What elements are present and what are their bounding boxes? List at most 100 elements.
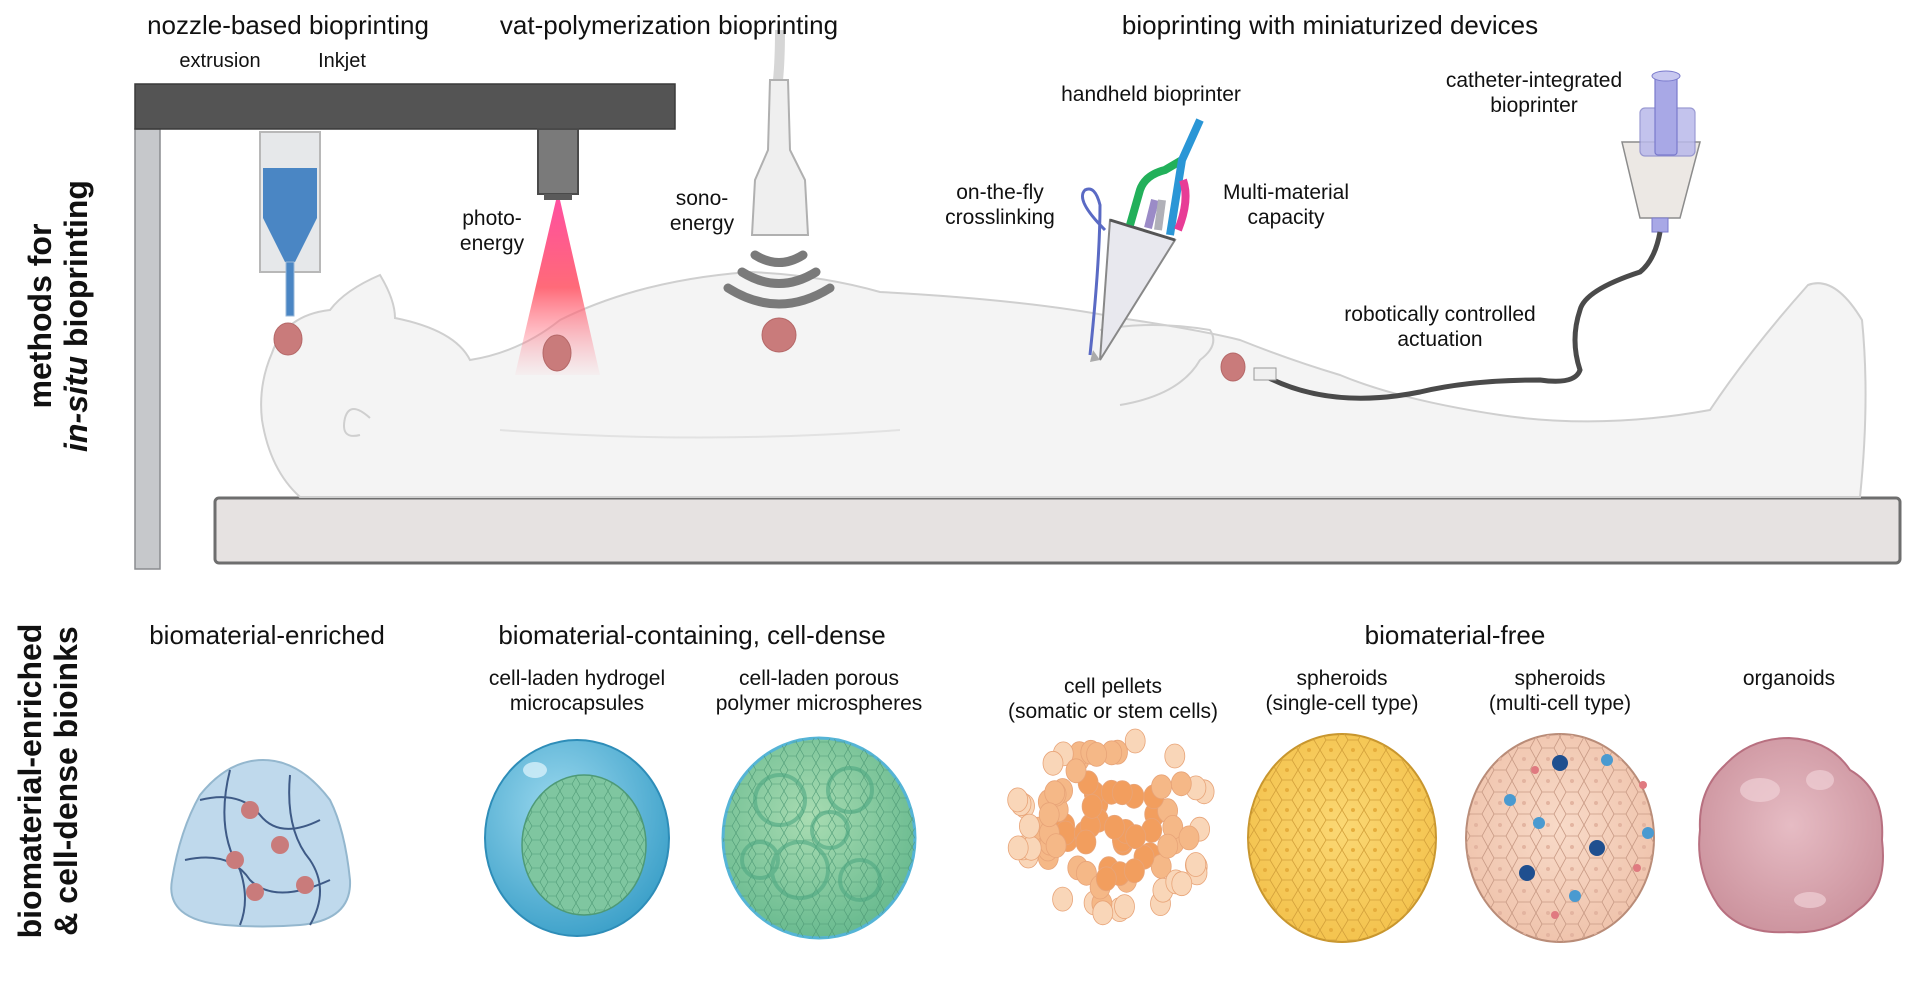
group-heading-free: biomaterial-free bbox=[1364, 620, 1546, 650]
gantry-post bbox=[134, 128, 161, 570]
label-photo-energy: photo- energy bbox=[460, 206, 524, 256]
item-label-microspheres: cell-laden porous polymer microspheres bbox=[716, 666, 923, 716]
label-line: Multi-material bbox=[1222, 181, 1350, 204]
label-catheter-bioprinter: catheter-integrated bioprinter bbox=[1446, 68, 1622, 118]
label-line: microcapsules bbox=[509, 692, 645, 716]
label-line: energy bbox=[459, 232, 525, 256]
side-label-line1: methods for bbox=[22, 223, 59, 409]
side-label-line2: bioprinting bbox=[58, 180, 94, 356]
cell-pellet bbox=[1111, 780, 1133, 806]
label-line: bioprinter bbox=[1490, 94, 1578, 118]
microcapsule-illustration bbox=[484, 739, 670, 937]
label-extrusion: extrusion bbox=[179, 50, 261, 72]
bottom-panel-side-label: biomaterial-enriched & cell-dense bioink… bbox=[12, 623, 85, 939]
cell-pellet bbox=[1086, 742, 1107, 767]
spheroid-single-illustration bbox=[1247, 733, 1437, 943]
label-line: on-the-fly bbox=[956, 181, 1044, 204]
cell-pellet bbox=[1007, 787, 1029, 813]
group-heading-containing: biomaterial-containing, cell-dense bbox=[498, 620, 886, 650]
cell-pellet bbox=[1019, 813, 1040, 839]
cell-pellet bbox=[1042, 750, 1064, 776]
label-sono-energy: sono- energy bbox=[670, 186, 734, 236]
gantry-bar bbox=[134, 83, 676, 130]
label-handheld-bioprinter: handheld bioprinter bbox=[1061, 83, 1241, 106]
sound-waves-icon bbox=[723, 250, 835, 309]
label-line: (single-cell type) bbox=[1265, 692, 1419, 716]
label-line: spheroids bbox=[1296, 667, 1388, 690]
label-robotic-actuation: robotically controlled actuation bbox=[1344, 302, 1535, 352]
label-inkjet: Inkjet bbox=[318, 50, 366, 72]
cell-pellet bbox=[1114, 894, 1135, 919]
cell-pellet bbox=[1092, 900, 1114, 926]
label-line: organoids bbox=[1742, 667, 1836, 690]
cell-pellets-illustration bbox=[1007, 728, 1215, 926]
extrusion-syringe-icon bbox=[259, 131, 321, 317]
cell-pellet bbox=[1081, 794, 1103, 819]
label-line: cell-laden porous bbox=[739, 667, 899, 690]
label-line: cell pellets bbox=[1063, 675, 1163, 698]
cell-pellet bbox=[1157, 833, 1179, 859]
patient-body bbox=[260, 270, 1867, 498]
cell-pellet bbox=[1052, 886, 1073, 912]
cell-pellet bbox=[1171, 871, 1193, 897]
label-line: cell-laden hydrogel bbox=[488, 667, 666, 690]
cell-pellet bbox=[1095, 866, 1117, 892]
side-label-italic: in-situ bbox=[58, 355, 94, 452]
label-crosslinking: on-the-fly crosslinking bbox=[945, 180, 1055, 230]
side-label-line1: biomaterial-enriched bbox=[12, 623, 49, 939]
cell-pellet bbox=[1185, 852, 1207, 877]
cell-pellet bbox=[1170, 771, 1192, 797]
label-line: (multi-cell type) bbox=[1488, 692, 1632, 716]
cell-pellet bbox=[1045, 833, 1067, 858]
cell-pellet bbox=[1125, 824, 1146, 850]
top-panel-side-label: methods for in-situ bioprinting bbox=[22, 180, 95, 452]
label-line: crosslinking bbox=[945, 206, 1055, 230]
label-line: capacity bbox=[1247, 206, 1325, 230]
item-label-spheroids-single: spheroids (single-cell type) bbox=[1266, 666, 1419, 716]
surgical-table bbox=[213, 496, 1902, 565]
cell-pellet bbox=[1038, 802, 1060, 828]
cell-pellet bbox=[1164, 743, 1186, 769]
label-line: catheter-integrated bbox=[1445, 69, 1623, 92]
heading-vat: vat-polymerization bioprinting bbox=[499, 10, 839, 40]
cell-pellet bbox=[1124, 728, 1146, 754]
item-label-organoids: organoids bbox=[1743, 666, 1835, 691]
organoid-illustration bbox=[1698, 736, 1884, 934]
label-multi-material: Multi-material capacity bbox=[1223, 180, 1349, 230]
item-label-cell-pellets: cell pellets (somatic or stem cells) bbox=[1008, 674, 1218, 724]
group-heading-enriched: biomaterial-enriched bbox=[149, 620, 385, 650]
cell-pellet bbox=[1178, 825, 1200, 851]
cell-pellet bbox=[1151, 774, 1172, 800]
tissue-defect-icons bbox=[273, 317, 1246, 382]
cell-pellet bbox=[1104, 814, 1125, 840]
label-line: sono- bbox=[675, 187, 729, 210]
item-label-microcapsules: cell-laden hydrogel microcapsules bbox=[489, 666, 665, 716]
label-line: actuation bbox=[1397, 328, 1483, 352]
cell-pellet bbox=[1007, 835, 1029, 861]
catheter-bioprinter-icon bbox=[1253, 70, 1701, 401]
side-label-line2: & cell-dense bioinks bbox=[48, 626, 84, 936]
item-label-spheroids-multi: spheroids (multi-cell type) bbox=[1489, 666, 1631, 716]
cell-pellet bbox=[1044, 780, 1066, 806]
label-line: photo- bbox=[462, 207, 522, 230]
heading-miniaturized: bioprinting with miniaturized devices bbox=[1121, 10, 1539, 40]
handheld-bioprinter-icon bbox=[1081, 118, 1204, 362]
catheter-tube bbox=[1263, 231, 1663, 401]
cell-pellet bbox=[1124, 858, 1145, 884]
label-line: energy bbox=[669, 212, 735, 236]
label-line: polymer microspheres bbox=[715, 692, 923, 716]
light-source-icon bbox=[537, 128, 579, 200]
ultrasound-probe-icon bbox=[750, 29, 810, 236]
microsphere-illustration bbox=[721, 736, 917, 940]
light-beam bbox=[515, 200, 600, 375]
cell-pellet bbox=[1076, 860, 1097, 886]
spheroid-multi-illustration bbox=[1465, 733, 1655, 943]
cell-pellet bbox=[1075, 829, 1097, 855]
cell-pellet bbox=[1065, 758, 1087, 784]
label-line: spheroids bbox=[1514, 667, 1606, 690]
label-line: robotically controlled bbox=[1344, 303, 1536, 326]
hydrogel-illustration bbox=[170, 758, 352, 928]
heading-nozzle: nozzle-based bioprinting bbox=[147, 10, 429, 40]
label-line: (somatic or stem cells) bbox=[1007, 700, 1219, 724]
